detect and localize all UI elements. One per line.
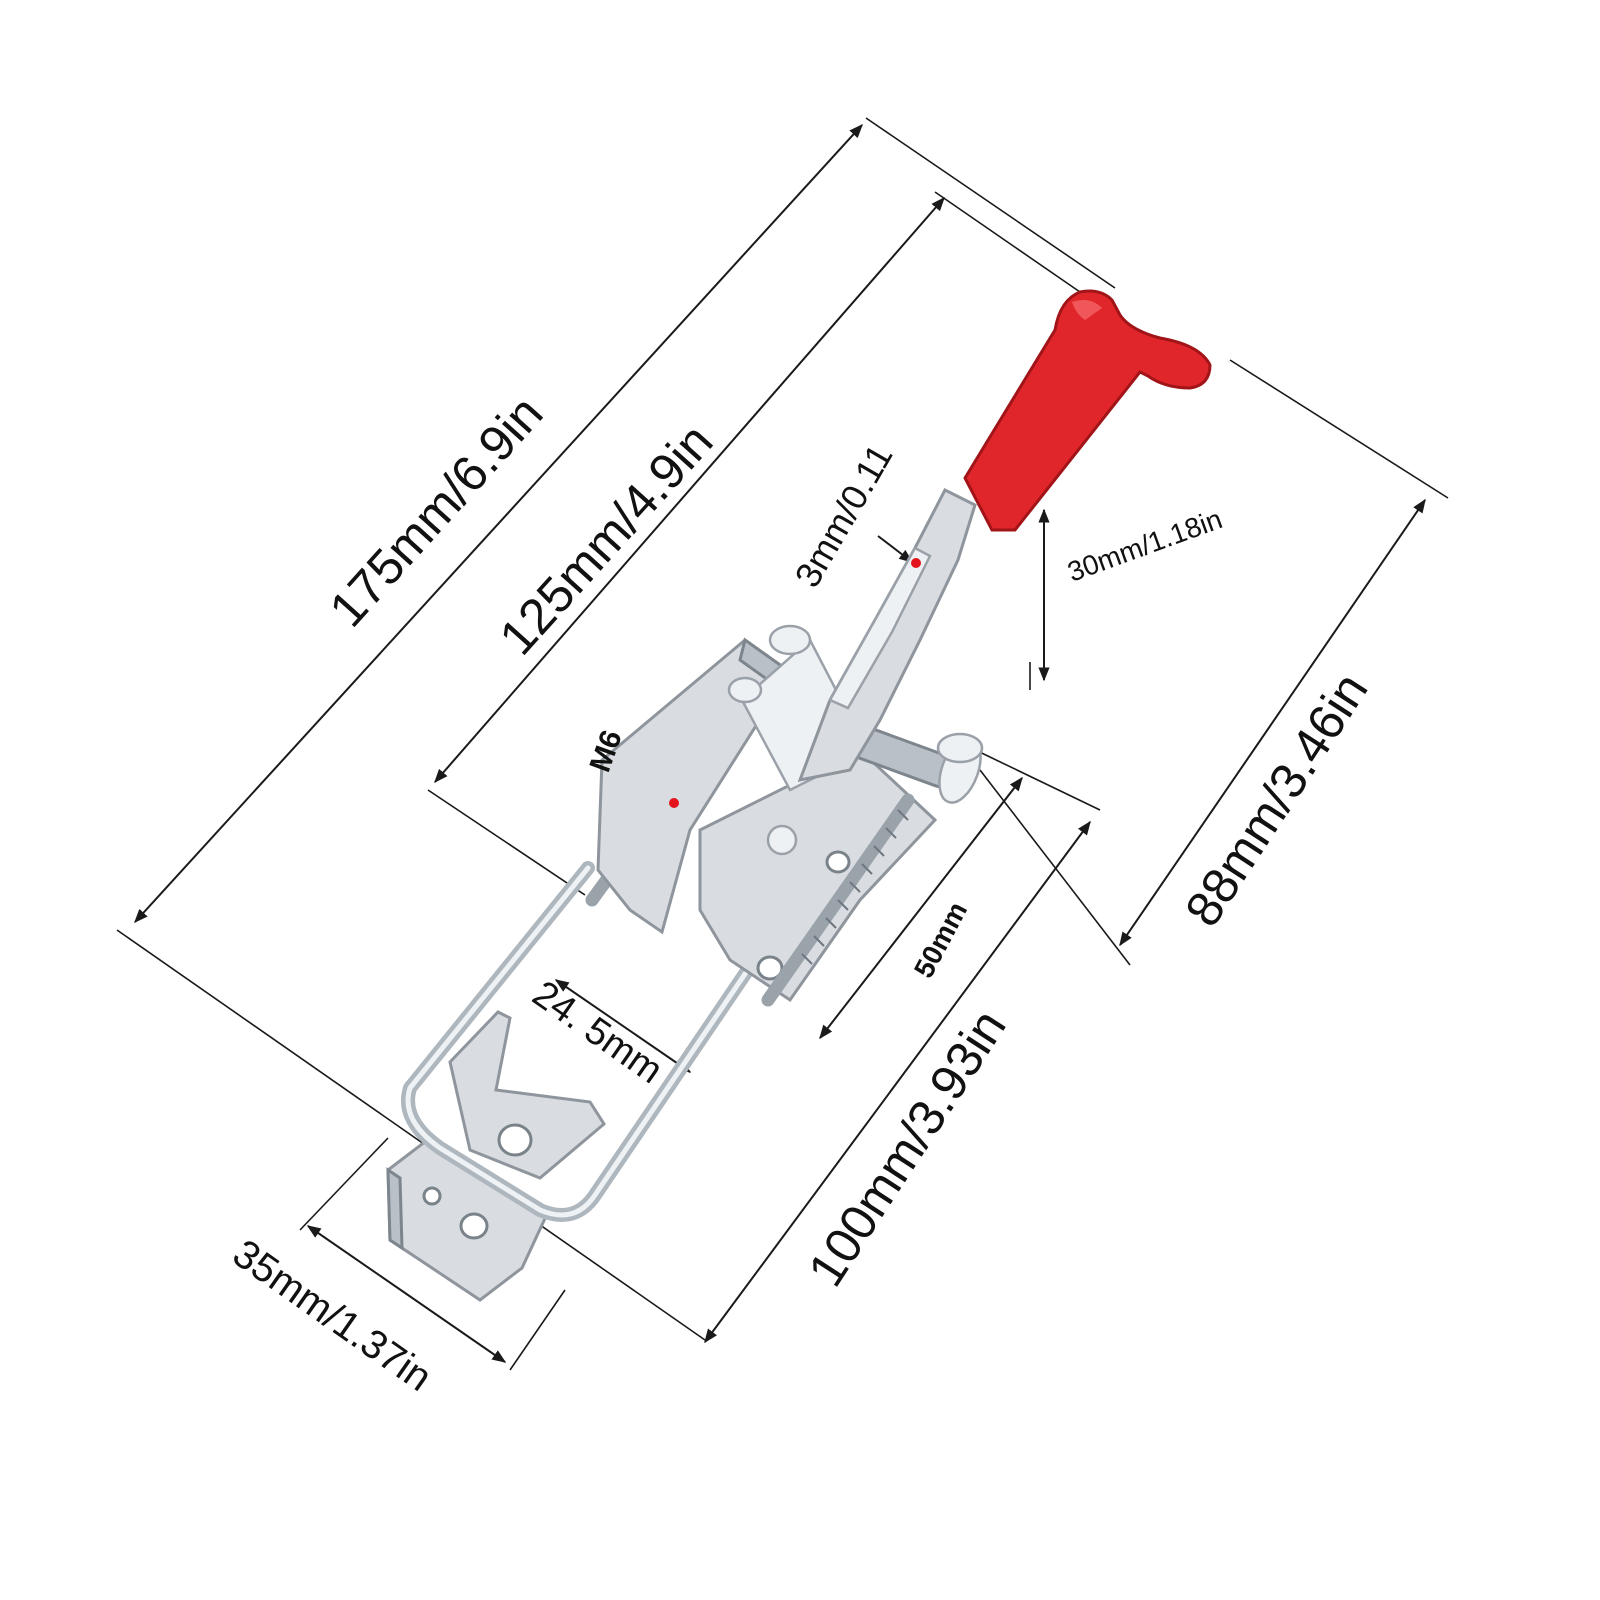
label-base-plate-length: 50mm <box>908 897 973 983</box>
keeper-mount-hole <box>459 1212 489 1240</box>
hook-plate-hole <box>497 1123 533 1157</box>
loop-hook-plate <box>448 1010 606 1180</box>
dimension-line-125mm <box>434 196 945 784</box>
wire-loop <box>401 861 775 1222</box>
extension-line-88mm-bottom <box>979 769 1131 966</box>
keeper-slot <box>422 1186 442 1206</box>
extension-line-88mm-top <box>1229 359 1449 499</box>
label-handle-grip-height: 30mm/1.18in <box>1063 503 1226 587</box>
label-overall-height: 88mm/3.46in <box>1174 663 1378 936</box>
label-keeper-width: 35mm/1.37in <box>225 1231 440 1400</box>
extension-line-125mm-top <box>934 191 1081 293</box>
label-loop-length: 100mm/3.93in <box>797 1000 1017 1296</box>
extension-line-top <box>865 117 1116 289</box>
dimension-line-100mm <box>704 820 1091 1344</box>
dimension-line-88mm <box>1119 498 1426 947</box>
dimension-line-24-5mm <box>554 979 692 1073</box>
dimension-line-3mm <box>877 535 914 563</box>
thickness-marker-dot <box>911 558 921 568</box>
base-mount-hole-upper <box>825 850 851 874</box>
base-plate-right <box>698 748 938 1003</box>
handle-lever <box>797 487 977 783</box>
label-sheet-thickness: 3mm/0.11 <box>786 437 900 594</box>
dimension-line-35mm <box>306 1225 507 1363</box>
extension-line-35mm-left <box>299 1137 389 1231</box>
base-mount-hole-lower <box>756 955 784 981</box>
threaded-rod-right <box>761 793 915 1007</box>
rivet <box>766 824 798 856</box>
pivot-nut <box>936 732 984 764</box>
extension-line-bottom <box>116 929 706 1341</box>
toggle-latch-illustration <box>386 289 1212 1302</box>
extension-line-35mm-right <box>509 1289 566 1371</box>
rod-nut <box>727 676 763 704</box>
extension-line-125mm <box>427 789 586 896</box>
handle-grip <box>963 289 1212 532</box>
upper-nut <box>768 624 812 656</box>
extension-line-50mm <box>964 744 1101 811</box>
thread-marker-dot <box>669 798 679 808</box>
label-loop-inner-width: 24. 5mm <box>525 973 670 1092</box>
